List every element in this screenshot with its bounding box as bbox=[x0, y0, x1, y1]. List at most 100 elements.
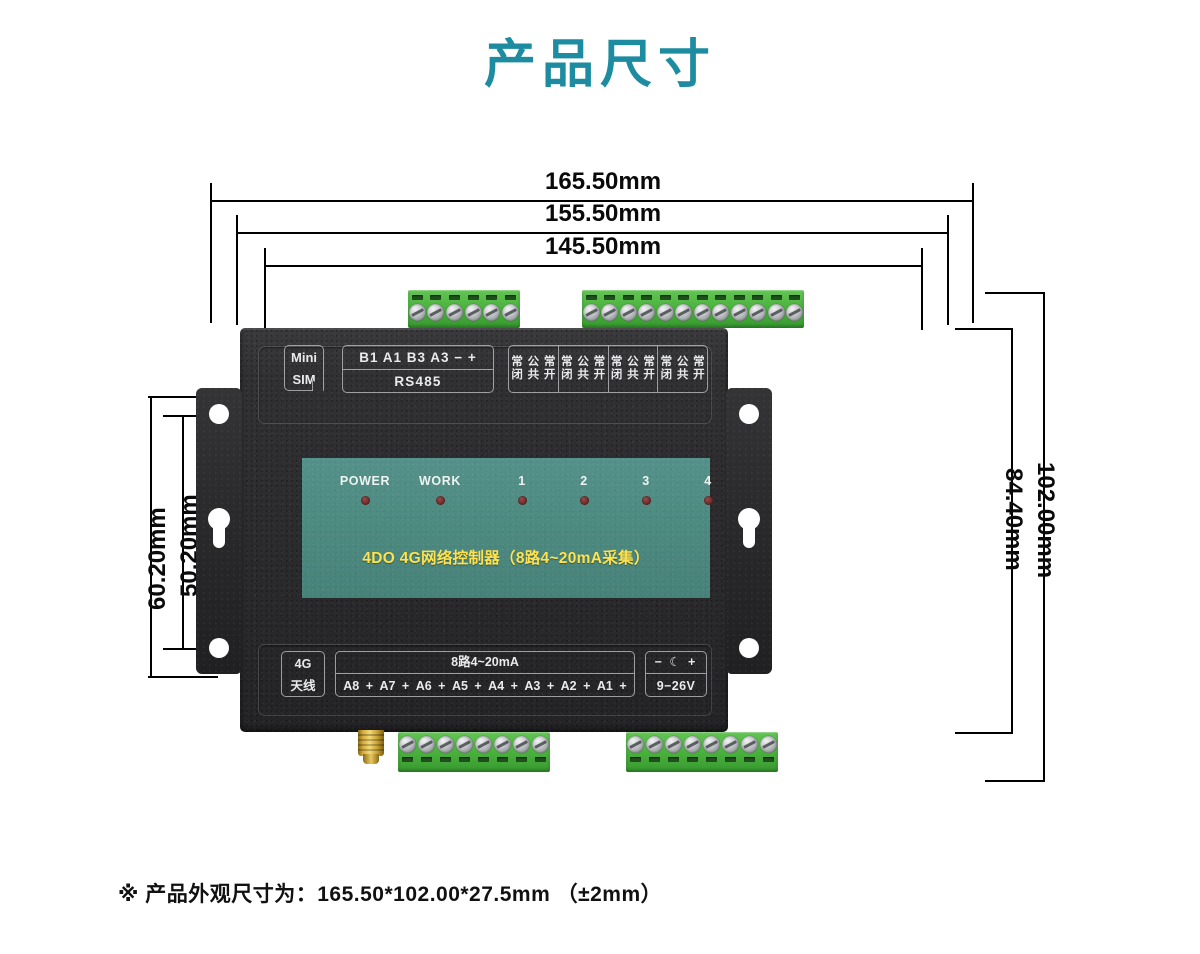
terminal-pin[interactable] bbox=[399, 732, 417, 772]
ext-line-165-right bbox=[972, 183, 974, 323]
ai-pin: A3 bbox=[524, 679, 541, 693]
dim-line-145 bbox=[264, 265, 923, 267]
wire-slot bbox=[668, 757, 679, 762]
terminal-pin[interactable] bbox=[767, 290, 785, 328]
wire-slot bbox=[486, 295, 498, 300]
terminal-pin[interactable] bbox=[760, 732, 778, 772]
terminal-pin[interactable] bbox=[446, 290, 464, 328]
screw-head-icon bbox=[418, 736, 435, 753]
wire-slot bbox=[505, 295, 517, 300]
terminal-pin[interactable] bbox=[646, 732, 664, 772]
terminal-pin[interactable] bbox=[532, 732, 550, 772]
wire-slot bbox=[641, 295, 653, 300]
terminal-pin[interactable] bbox=[638, 290, 656, 328]
wire-slot bbox=[459, 757, 470, 762]
terminal-pin[interactable] bbox=[437, 732, 455, 772]
led-3-label: 3 bbox=[642, 474, 650, 488]
screw-head-icon bbox=[427, 304, 445, 321]
ai-pin: A4 bbox=[488, 679, 505, 693]
screw-head-icon bbox=[693, 304, 711, 321]
terminal-block-bottom-left[interactable] bbox=[398, 732, 550, 772]
ext-line-60-top bbox=[148, 396, 218, 398]
ai-pin: A1 bbox=[596, 679, 613, 693]
terminal-pin[interactable] bbox=[722, 732, 740, 772]
led-power-indicator bbox=[360, 496, 370, 505]
screw-head-icon bbox=[786, 304, 804, 321]
wire-slot bbox=[478, 757, 489, 762]
screw-head-icon bbox=[446, 304, 464, 321]
led-4-indicator bbox=[703, 496, 713, 505]
rs485-name-label: RS485 bbox=[394, 374, 442, 389]
ai-pin: + bbox=[365, 679, 373, 693]
terminal-pin[interactable] bbox=[703, 732, 721, 772]
relay-3-no: 常开 bbox=[643, 356, 655, 381]
wire-slot bbox=[752, 295, 764, 300]
terminal-block-top-right[interactable] bbox=[582, 290, 804, 328]
power-input-label-box: − ☾ + 9−26V bbox=[645, 651, 707, 697]
dim-line-50 bbox=[182, 415, 184, 650]
led-2: 2 bbox=[549, 474, 619, 505]
wire-slot bbox=[449, 295, 461, 300]
wire-slot bbox=[763, 757, 774, 762]
mounting-flange-left bbox=[196, 388, 242, 674]
dim-label-overall-width: 165.50mm bbox=[545, 168, 662, 195]
terminal-pin[interactable] bbox=[513, 732, 531, 772]
wire-slot bbox=[696, 295, 708, 300]
terminal-pin[interactable] bbox=[693, 290, 711, 328]
terminal-pin[interactable] bbox=[619, 290, 637, 328]
wire-slot bbox=[630, 757, 641, 762]
ext-line-145-right bbox=[921, 248, 923, 330]
keyhole-slot-right bbox=[738, 508, 760, 548]
dim-line-165 bbox=[210, 200, 974, 202]
terminal-pin[interactable] bbox=[712, 290, 730, 328]
terminal-pin[interactable] bbox=[475, 732, 493, 772]
terminal-pin[interactable] bbox=[456, 732, 474, 772]
terminal-pin[interactable] bbox=[502, 290, 520, 328]
mounting-hole-top-right bbox=[739, 404, 759, 424]
sim-label-line2: SIM bbox=[292, 372, 316, 387]
antenna-label-line2: 天线 bbox=[290, 679, 316, 693]
ext-line-155-right bbox=[947, 215, 949, 325]
screw-head-icon bbox=[730, 304, 748, 321]
product-device: Mini SIM B1 A1 B3 A3 − + RS485 常闭 公共 常开 … bbox=[196, 290, 804, 772]
terminal-pin[interactable] bbox=[786, 290, 804, 328]
terminal-pin[interactable] bbox=[684, 732, 702, 772]
terminal-pin[interactable] bbox=[464, 290, 482, 328]
screw-head-icon bbox=[532, 736, 549, 753]
terminal-pin[interactable] bbox=[427, 290, 445, 328]
screw-head-icon bbox=[638, 304, 656, 321]
rs485-label-box: B1 A1 B3 A3 − + RS485 bbox=[342, 345, 494, 393]
terminal-pin[interactable] bbox=[656, 290, 674, 328]
wire-slot bbox=[411, 295, 423, 300]
sim-slot-label: Mini SIM bbox=[284, 345, 324, 391]
led-3: 3 bbox=[611, 474, 681, 505]
terminal-pin[interactable] bbox=[582, 290, 600, 328]
terminal-pin[interactable] bbox=[675, 290, 693, 328]
rs485-pin-labels: B1 A1 B3 A3 − + bbox=[343, 346, 493, 370]
relay-4-nc: 常闭 bbox=[660, 356, 673, 381]
terminal-block-top-left[interactable] bbox=[408, 290, 520, 328]
dim-line-84 bbox=[1011, 328, 1013, 734]
terminal-pin[interactable] bbox=[483, 290, 501, 328]
wire-slot bbox=[535, 757, 546, 762]
terminal-pin[interactable] bbox=[418, 732, 436, 772]
product-model-text: 4DO 4G网络控制器（8路4~20mA采集） bbox=[362, 550, 650, 567]
ai-pin: A6 bbox=[415, 679, 432, 693]
led-1-label: 1 bbox=[518, 474, 526, 488]
screw-head-icon bbox=[408, 304, 426, 321]
ext-line-165-left bbox=[210, 183, 212, 323]
terminal-pin[interactable] bbox=[749, 290, 767, 328]
led-power-label: POWER bbox=[339, 474, 391, 488]
wire-slot bbox=[421, 757, 432, 762]
terminal-pin[interactable] bbox=[665, 732, 683, 772]
terminal-pin[interactable] bbox=[408, 290, 426, 328]
ai-pin: + bbox=[583, 679, 591, 693]
relay-4-no: 常开 bbox=[693, 356, 705, 381]
terminal-pin[interactable] bbox=[741, 732, 759, 772]
terminal-pin[interactable] bbox=[494, 732, 512, 772]
terminal-pin[interactable] bbox=[627, 732, 645, 772]
ext-line-60-bot bbox=[148, 676, 218, 678]
terminal-pin[interactable] bbox=[601, 290, 619, 328]
terminal-pin[interactable] bbox=[730, 290, 748, 328]
terminal-block-bottom-right[interactable] bbox=[626, 732, 778, 772]
